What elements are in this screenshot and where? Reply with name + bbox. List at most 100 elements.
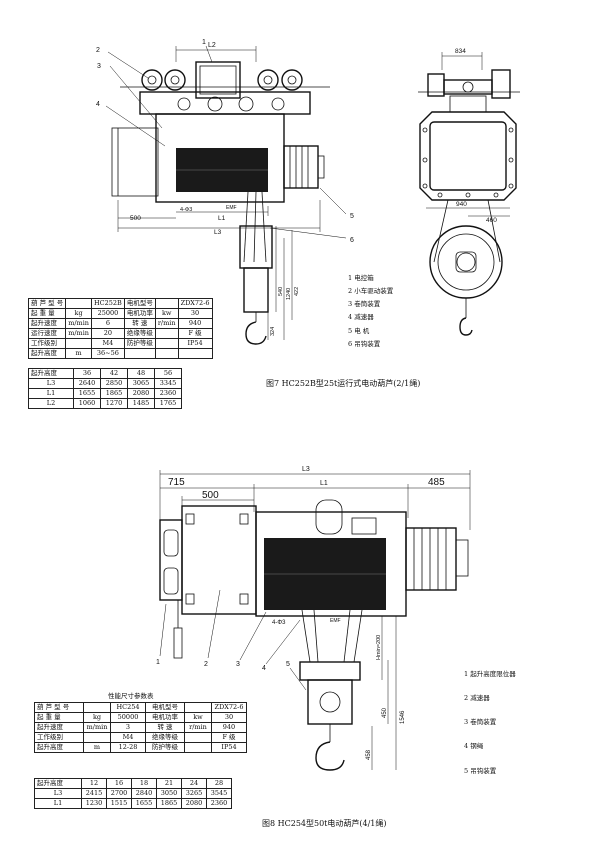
table-cell: 1485 bbox=[127, 398, 155, 409]
table-cell: 防护等级 bbox=[123, 338, 156, 349]
table-cell: 1765 bbox=[154, 398, 182, 409]
table-cell: 绝缘等级 bbox=[123, 328, 156, 339]
fig8-dim-hmin: Hmin=200 bbox=[376, 635, 382, 660]
table-cell bbox=[83, 702, 111, 713]
fig8-callout-1: 1 bbox=[156, 659, 160, 666]
fig7-dim-460: 460 bbox=[486, 217, 497, 224]
fig8-dim-1546: 1546 bbox=[400, 710, 406, 724]
table-cell: 运行速度 bbox=[27, 328, 67, 339]
table-cell bbox=[123, 348, 156, 359]
table-cell: 2850 bbox=[100, 378, 128, 389]
table-cell: 2360 bbox=[206, 798, 232, 809]
table-cell bbox=[83, 732, 111, 743]
table-cell: 2840 bbox=[131, 788, 157, 799]
table-cell: 21 bbox=[156, 778, 182, 789]
table-cell: IP54 bbox=[177, 338, 213, 349]
table-cell: L3 bbox=[28, 378, 74, 389]
fig8-dim-500: 500 bbox=[202, 490, 219, 501]
fig7-dim-l1: L1 bbox=[218, 215, 226, 222]
fig7-dim-940: 940 bbox=[456, 201, 467, 208]
fig7-legend-item: 3 卷筒装置 bbox=[348, 300, 381, 309]
table-cell: m bbox=[83, 742, 111, 753]
table-cell: 1060 bbox=[73, 398, 101, 409]
fig7-legend-item: 4 减速器 bbox=[348, 313, 374, 322]
table-cell bbox=[154, 338, 179, 349]
fig8-dim-emf: EMF bbox=[330, 618, 341, 624]
table-cell: 电机型号 bbox=[123, 298, 156, 309]
fig8-callout-3: 3 bbox=[236, 661, 240, 668]
fig8-legend: 1 起升高度限位器 2 减速器 3 卷筒装置 4 钢绳 5 吊钩装置 bbox=[464, 670, 516, 775]
table-cell: 30 bbox=[177, 308, 213, 319]
fig7-legend-item: 5 电 机 bbox=[348, 326, 370, 335]
fig8-dim-485: 485 bbox=[428, 477, 445, 488]
fig8-legend-item: 4 钢绳 bbox=[464, 742, 484, 751]
table-cell bbox=[184, 742, 212, 753]
fig7-dim-l2: L2 bbox=[208, 42, 216, 49]
fig7-dim-422: 422 bbox=[294, 287, 300, 296]
table-cell: 940 bbox=[177, 318, 213, 329]
table-cell: 工作级别 bbox=[34, 732, 84, 743]
table-cell: m/min bbox=[83, 722, 111, 733]
fig7-callout-4: 4 bbox=[96, 101, 100, 108]
table-cell: 1865 bbox=[100, 388, 128, 399]
table-cell: L1 bbox=[28, 388, 74, 399]
fig7-dim-1240: 1240 bbox=[286, 288, 292, 300]
table-cell: 起升高度 bbox=[28, 368, 74, 379]
table-cell bbox=[177, 348, 213, 359]
fig7-dim-emf: EMF bbox=[226, 205, 237, 211]
fig7-dim-324: 324 bbox=[270, 327, 276, 336]
table-cell: 2080 bbox=[181, 798, 207, 809]
table-cell: M4 bbox=[110, 732, 146, 743]
fig8-legend-item: 3 卷筒装置 bbox=[464, 718, 497, 727]
table-cell: 3545 bbox=[206, 788, 232, 799]
table-cell bbox=[184, 732, 212, 743]
table-cell: F 级 bbox=[211, 732, 247, 743]
fig7-legend-item: 6 吊钩装置 bbox=[348, 339, 381, 348]
table-cell: 起升高度 bbox=[34, 778, 82, 789]
fig8-legend-item: 1 起升高度限位器 bbox=[464, 670, 516, 678]
fig7-legend: 1 电控箱 2 小车驱动装置 3 卷筒装置 4 减速器 5 电 机 6 吊钩装置 bbox=[348, 274, 393, 348]
table-cell: 起升速度 bbox=[27, 318, 67, 329]
table-cell: 6 bbox=[91, 318, 125, 329]
table-cell: 2640 bbox=[73, 378, 101, 389]
table-cell: kw bbox=[184, 712, 212, 723]
fig8-dim-450: 450 bbox=[382, 707, 388, 718]
table-cell: 1655 bbox=[131, 798, 157, 809]
table-cell: 起升速度 bbox=[34, 722, 84, 733]
table-cell: 1270 bbox=[100, 398, 128, 409]
fig7-caption: 图7 HC252B型25t运行式电动葫芦(2/1绳) bbox=[266, 379, 421, 388]
fig7-callout-2: 2 bbox=[96, 47, 100, 54]
table-cell: 42 bbox=[100, 368, 128, 379]
table-cell: ZDX72-6 bbox=[211, 702, 247, 713]
table-cell: m/min bbox=[65, 318, 92, 329]
fig8-table-title: 性能尺寸参数表 bbox=[108, 692, 154, 700]
table-cell: HC254 bbox=[110, 702, 146, 713]
table-cell: 电机功率 bbox=[145, 712, 185, 723]
table-cell: L2 bbox=[28, 398, 74, 409]
table-cell: 18 bbox=[131, 778, 157, 789]
fig8-front-view bbox=[159, 470, 471, 771]
table-cell: 起升高度 bbox=[27, 348, 67, 359]
table-cell: r/min bbox=[154, 318, 179, 329]
fig7-front-view bbox=[105, 45, 347, 345]
table-cell: m bbox=[65, 348, 92, 359]
fig8-caption: 图8 HC254型50t电动葫芦(4/1绳) bbox=[262, 819, 387, 828]
fig7-callout-1: 1 bbox=[202, 39, 206, 46]
table-cell: 2415 bbox=[81, 788, 107, 799]
table-cell: HC252B bbox=[91, 298, 125, 309]
